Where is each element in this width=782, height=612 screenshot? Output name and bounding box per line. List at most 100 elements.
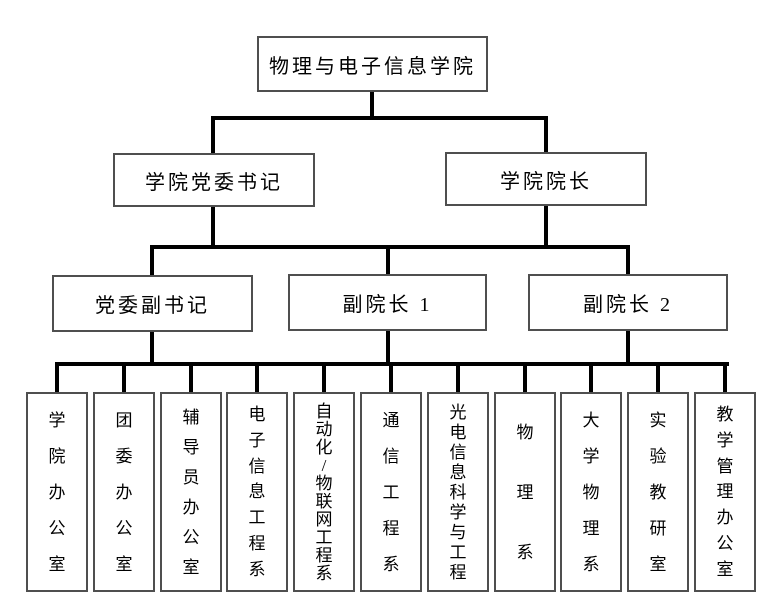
vertical-label-char: 自: [315, 401, 333, 421]
connector-department-stub-1: [55, 362, 59, 392]
connector-level2-right-feed: [544, 206, 548, 249]
connector-department-stub-11: [723, 362, 727, 392]
node-vice-dean-2: 副院长 2: [528, 274, 728, 331]
vertical-label-char: 实: [649, 410, 667, 430]
vertical-label-char: 物: [582, 482, 600, 502]
vertical-label-char: 院: [48, 446, 66, 466]
node-vice-dean-1: 副院长 1: [288, 274, 487, 331]
vertical-label-char: 理: [516, 482, 534, 502]
connector-department-stub-8: [523, 362, 527, 392]
connector-level2-left-drop: [211, 116, 215, 153]
vertical-label-char: 员: [182, 467, 200, 487]
connector-department-stub-7: [456, 362, 460, 392]
vertical-label-char: 学: [582, 446, 600, 466]
connector-department-stub-4: [255, 362, 259, 392]
vertical-label-char: 系: [516, 542, 534, 562]
vertical-label-char: 管: [716, 456, 734, 476]
connector-level3-feed-1: [150, 332, 154, 366]
vertical-label-char: 程: [449, 562, 467, 582]
vertical-label-char: 理: [716, 482, 734, 502]
vertical-label-char: 教: [649, 482, 667, 502]
vertical-label-char: 信: [449, 442, 467, 462]
vertical-label-char: 电: [449, 422, 467, 442]
vertical-label-char: 室: [115, 554, 133, 574]
connector-level2-left-feed: [211, 207, 215, 249]
vertical-label-char: 与: [449, 522, 467, 542]
dept-physics: 物理系: [494, 392, 556, 592]
connector-department-stub-3: [189, 362, 193, 392]
vertical-label-char: 办: [182, 497, 200, 517]
vertical-label-char: 验: [649, 446, 667, 466]
vertical-label-char: 学: [48, 410, 66, 430]
vertical-label-char: 室: [182, 557, 200, 577]
vertical-label-char: 联: [315, 491, 333, 511]
connector-root-drop: [370, 92, 374, 120]
node-college-root: 物理与电子信息学院: [257, 36, 488, 92]
vertical-label-char: 工: [315, 527, 333, 547]
vertical-label-char: /: [321, 455, 327, 475]
dept-counselor-office: 辅导员办公室: [160, 392, 222, 592]
vertical-label-char: 通: [382, 410, 400, 430]
vertical-label-char: 系: [382, 554, 400, 574]
vertical-label-char: 公: [182, 527, 200, 547]
connector-department-stub-6: [389, 362, 393, 392]
vertical-label-char: 办: [48, 482, 66, 502]
node-party-secretary: 学院党委书记: [113, 153, 315, 207]
connector-level3-drop-1: [150, 245, 154, 275]
vertical-label-char: 导: [182, 437, 200, 457]
vertical-label-char: 程: [382, 518, 400, 538]
vertical-label-char: 息: [449, 462, 467, 482]
dept-college-office: 学院办公室: [26, 392, 88, 592]
vertical-label-char: 辅: [182, 407, 200, 427]
vertical-label-char: 室: [716, 559, 734, 579]
connector-department-stub-5: [322, 362, 326, 392]
connector-department-stub-9: [589, 362, 593, 392]
vertical-label-char: 公: [716, 533, 734, 553]
vertical-label-char: 系: [248, 559, 266, 579]
dept-youth-league-office: 团委办公室: [93, 392, 155, 592]
vertical-label-char: 教: [716, 405, 734, 425]
vertical-label-char: 系: [315, 563, 333, 583]
node-deputy-party-secretary: 党委副书记: [52, 275, 253, 332]
vertical-label-char: 学: [716, 431, 734, 451]
vertical-label-char: 电: [248, 405, 266, 425]
vertical-label-char: 工: [382, 482, 400, 502]
connector-level3-drop-2: [386, 245, 390, 274]
vertical-label-char: 研: [649, 518, 667, 538]
vertical-label-char: 公: [48, 518, 66, 538]
dept-experiment-teaching-research: 实验教研室: [627, 392, 689, 592]
connector-level3-drop-3: [626, 245, 630, 274]
vertical-label-char: 大: [582, 410, 600, 430]
vertical-label-char: 程: [248, 533, 266, 553]
vertical-label-char: 学: [449, 502, 467, 522]
vertical-label-char: 办: [716, 508, 734, 528]
connector-level3-feed-2: [386, 331, 390, 366]
vertical-label-char: 室: [649, 554, 667, 574]
dept-electronic-information-engineering: 电子信息工程系: [226, 392, 288, 592]
vertical-label-char: 动: [315, 419, 333, 439]
vertical-label-char: 团: [115, 410, 133, 430]
vertical-label-char: 公: [115, 518, 133, 538]
vertical-label-char: 工: [449, 542, 467, 562]
connector-level3-feed-3: [626, 331, 630, 366]
vertical-label-char: 信: [382, 446, 400, 466]
vertical-label-char: 光: [449, 402, 467, 422]
connector-level2-bus: [211, 116, 548, 120]
vertical-label-char: 理: [582, 518, 600, 538]
vertical-label-char: 网: [315, 509, 333, 529]
connector-level2-right-drop: [544, 116, 548, 152]
connector-level3-bus: [150, 245, 630, 249]
node-dean: 学院院长: [445, 152, 647, 206]
dept-optoelectronic-info-science: 光电信息科学与工程: [427, 392, 489, 592]
vertical-label-char: 化: [315, 437, 333, 457]
vertical-label-char: 程: [315, 545, 333, 565]
vertical-label-char: 委: [115, 446, 133, 466]
connector-department-stub-2: [122, 362, 126, 392]
connector-department-stub-10: [656, 362, 660, 392]
dept-communication-engineering: 通信工程系: [360, 392, 422, 592]
vertical-label-char: 室: [48, 554, 66, 574]
vertical-label-char: 系: [582, 554, 600, 574]
vertical-label-char: 物: [315, 473, 333, 493]
vertical-label-char: 子: [248, 431, 266, 451]
